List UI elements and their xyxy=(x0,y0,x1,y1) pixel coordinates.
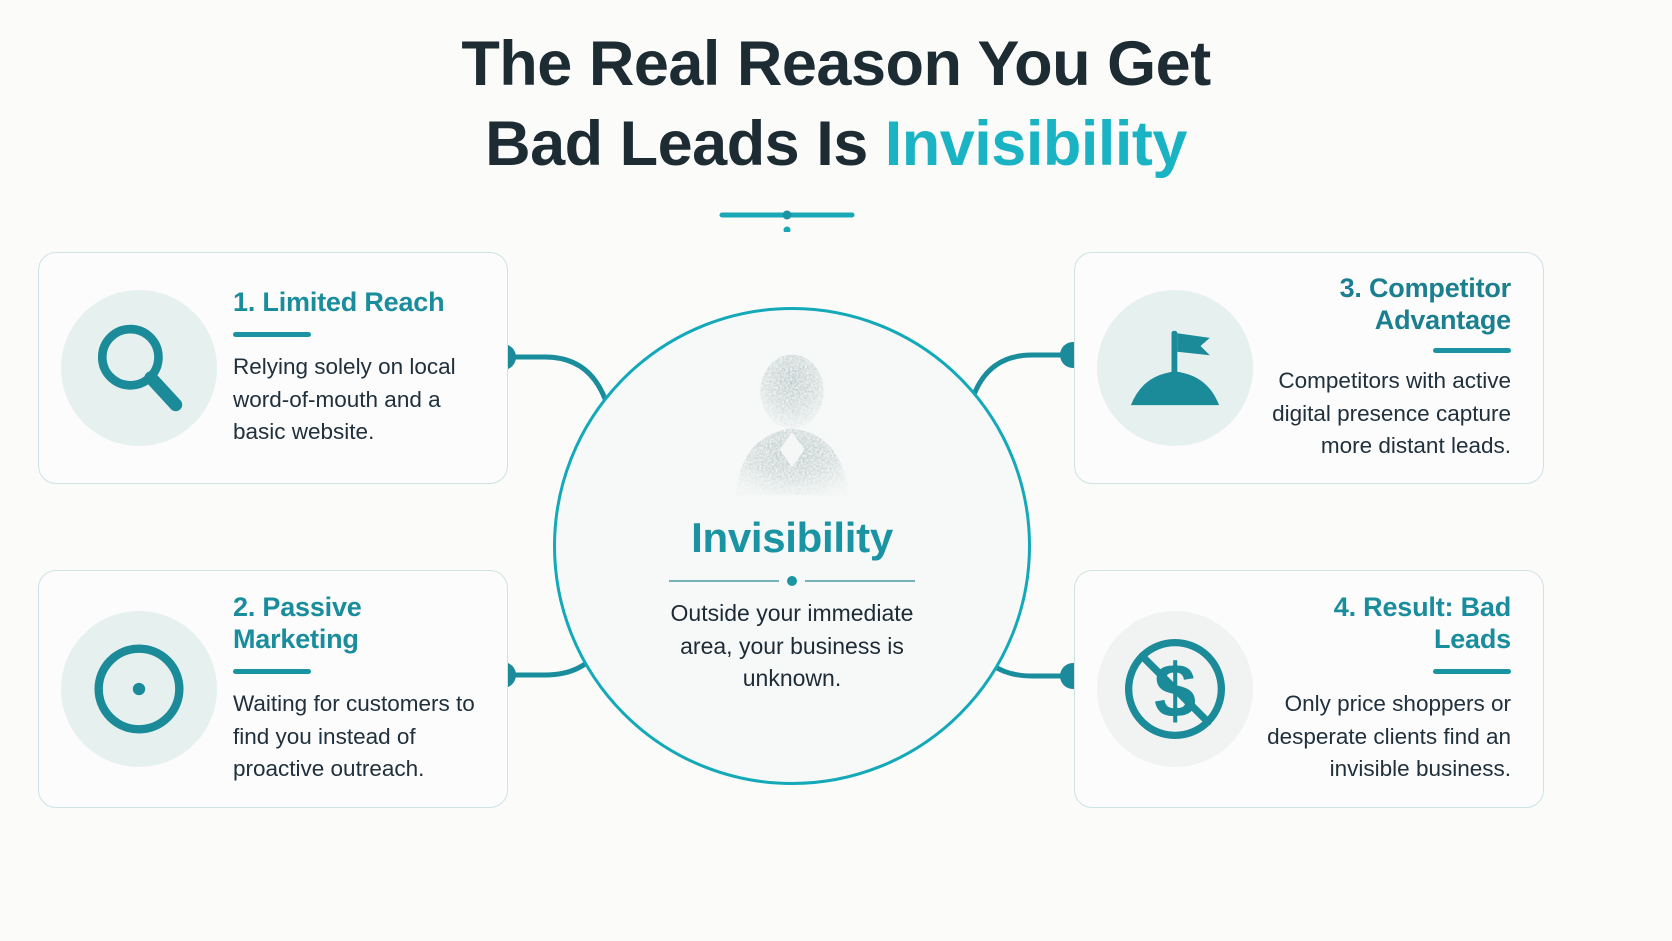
card-text-1: 1. Limited Reach Relying solely on local… xyxy=(217,287,485,449)
magnifying-glass-icon xyxy=(97,324,183,412)
card-heading-3: 3. Competitor Advantage xyxy=(1339,273,1512,336)
title-line-2-plain: Bad Leads Is xyxy=(485,109,885,179)
no-money-icon: $ xyxy=(1124,638,1226,740)
title-divider xyxy=(719,210,855,232)
flag-on-hill-icon xyxy=(1130,330,1220,406)
card-text-4: 4. Result: Bad Leads Only price shoppers… xyxy=(1253,592,1521,786)
card-rule-1 xyxy=(233,331,311,337)
center-hub-invisibility[interactable]: Invisibility Outside your immediate area… xyxy=(553,307,1031,785)
card-heading-1: 1. Limited Reach xyxy=(233,287,445,318)
card-heading-2: 2. Passive Marketing xyxy=(233,592,362,655)
faded-person-icon xyxy=(735,354,849,496)
title-line-2: Bad Leads Is Invisibility xyxy=(0,104,1672,184)
card-rule-4 xyxy=(1433,668,1511,674)
hub-title: Invisibility xyxy=(691,514,893,561)
card-body-4: Only price shoppers or desperate clients… xyxy=(1267,690,1511,782)
icon-badge-3 xyxy=(1097,290,1253,446)
target-circle-icon xyxy=(94,644,184,734)
hub-divider xyxy=(669,576,915,586)
card-body-2: Waiting for customers to find you instea… xyxy=(233,690,475,782)
card-limited-reach[interactable]: 1. Limited Reach Relying solely on local… xyxy=(38,252,508,484)
card-rule-2 xyxy=(233,668,311,674)
card-rule-3 xyxy=(1433,347,1511,353)
card-body-1: Relying solely on local word-of-mouth an… xyxy=(233,353,456,445)
card-result-bad-leads[interactable]: $ 4. Result: Bad Leads Only price shoppe… xyxy=(1074,570,1544,808)
card-text-3: 3. Competitor Advantage Competitors with… xyxy=(1253,273,1521,463)
icon-badge-2 xyxy=(61,611,217,767)
card-body-3: Competitors with active digital presence… xyxy=(1272,367,1511,459)
card-passive-marketing[interactable]: 2. Passive Marketing Waiting for custome… xyxy=(38,570,508,808)
card-competitor-advantage[interactable]: 3. Competitor Advantage Competitors with… xyxy=(1074,252,1544,484)
card-text-2: 2. Passive Marketing Waiting for custome… xyxy=(217,592,485,786)
card-heading-4: 4. Result: Bad Leads xyxy=(1333,592,1511,655)
hub-body: Outside your immediate area, your busine… xyxy=(670,600,914,692)
page-title: The Real Reason You Get Bad Leads Is Inv… xyxy=(0,24,1672,184)
icon-badge-4: $ xyxy=(1097,611,1253,767)
title-accent-word: Invisibility xyxy=(884,109,1188,179)
icon-badge-1 xyxy=(61,290,217,446)
svg-text:$: $ xyxy=(1154,650,1196,734)
title-line-1: The Real Reason You Get xyxy=(461,29,1211,99)
